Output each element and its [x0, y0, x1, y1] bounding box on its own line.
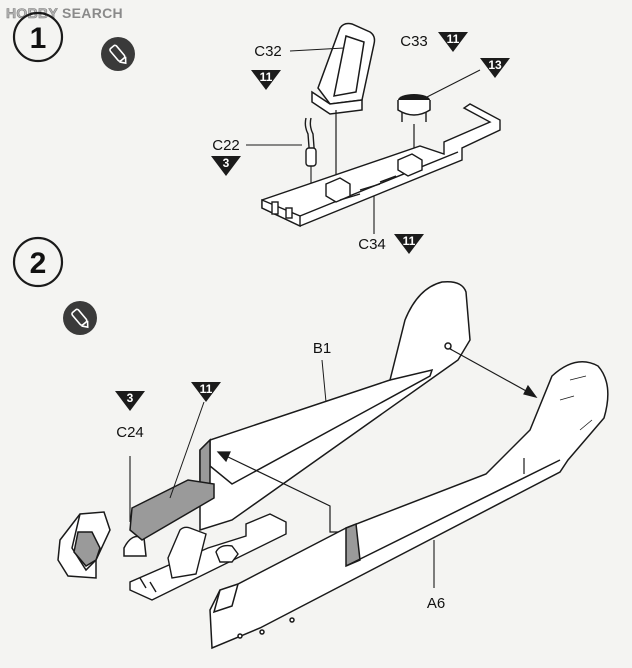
color-marker-c33: 11	[438, 32, 468, 52]
cockpit-floor-subassembly	[129, 513, 287, 601]
label-a6: A6	[427, 595, 445, 612]
c34-color-code: 11	[403, 234, 416, 248]
step-2: 2 B1	[12, 236, 609, 650]
glue-icon	[63, 301, 97, 335]
c33-extra-color-code: 13	[488, 58, 502, 72]
step-1-number: 1	[30, 22, 47, 55]
label-c24: C24	[116, 424, 144, 441]
c24-label: C24	[116, 424, 144, 441]
color-marker-c22: 3	[211, 156, 241, 176]
c22-label: C22	[212, 137, 240, 154]
c24-color-code: 3	[127, 391, 134, 405]
a6-label: A6	[427, 595, 445, 612]
c32-color-code: 11	[260, 70, 273, 84]
assembly-arrow-tail	[451, 349, 538, 398]
label-c34: C34	[358, 236, 386, 253]
part-c32-seat	[311, 22, 376, 180]
color-marker-c32: 11	[251, 70, 281, 90]
part-c34-floor	[261, 103, 501, 234]
label-c33: C33	[400, 33, 428, 50]
part-c33-pot	[397, 94, 431, 158]
b1-label: B1	[313, 340, 331, 357]
part-b1-fuselage-half	[199, 280, 471, 532]
color-marker-c33-extra: 13	[424, 58, 510, 99]
label-c32: C32	[254, 43, 345, 60]
c22-color-code: 3	[223, 156, 230, 170]
label-b1: B1	[313, 340, 331, 403]
step-1-marker: 1	[12, 11, 64, 63]
c33-color-code: 11	[447, 32, 460, 46]
step-2-marker: 2	[12, 236, 64, 288]
glue-icon	[101, 37, 135, 71]
color-marker-c34: 11	[394, 234, 424, 254]
step-2-number: 2	[30, 247, 47, 280]
interior-color-code: 11	[200, 382, 213, 396]
c33-label: C33	[400, 33, 428, 50]
label-c22: C22	[212, 137, 302, 154]
c32-label: C32	[254, 43, 282, 60]
part-a6-fuselage-half	[209, 361, 609, 650]
color-marker-c24: 3	[115, 391, 145, 411]
part-c22-stick	[304, 117, 317, 196]
part-c24-cockpit	[57, 456, 215, 579]
color-marker-interior: 11	[169, 382, 221, 499]
watermark-search: SEARCH	[62, 5, 123, 21]
c34-label: C34	[358, 236, 386, 253]
step-1: 1 C32 11	[12, 11, 510, 254]
